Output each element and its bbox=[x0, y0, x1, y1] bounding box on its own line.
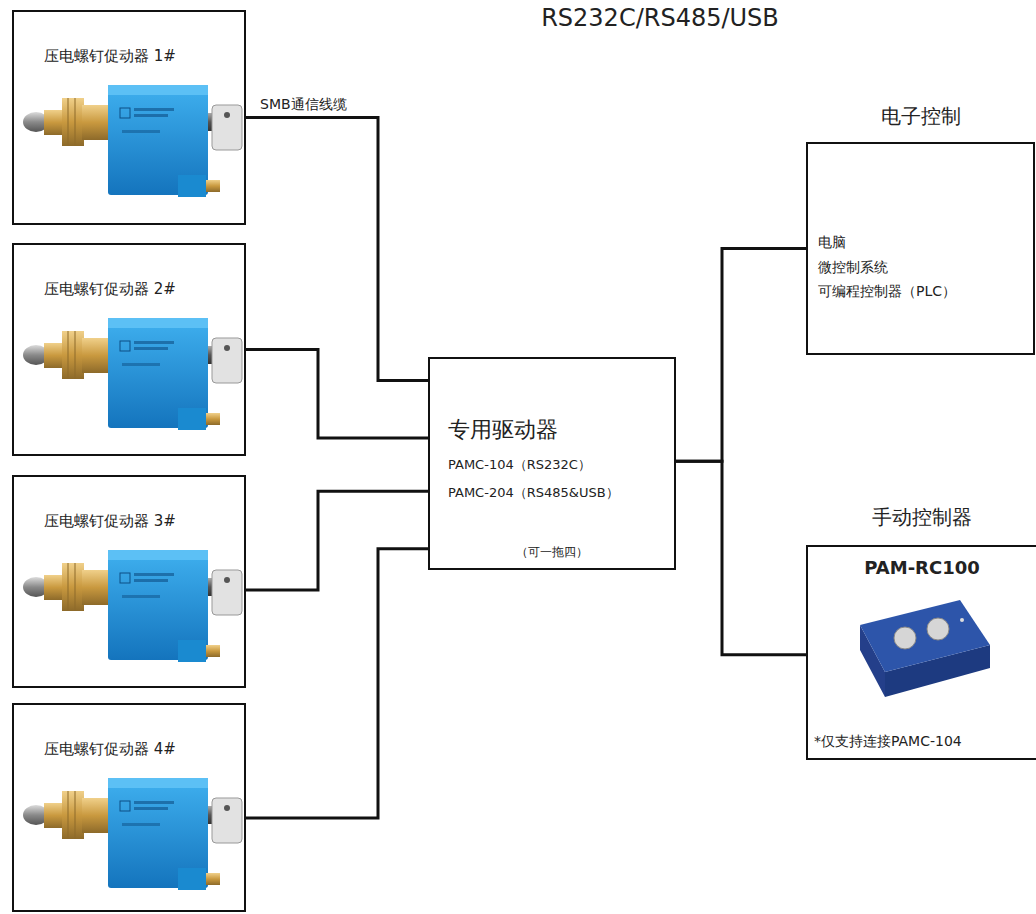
box-label: 压电螺钉促动器 1# bbox=[44, 47, 176, 65]
driver-box: 专用驱动器 PAMC-104（RS232C） PAMC-204（RS485&USB）… bbox=[428, 357, 676, 570]
actuator-box: 压电螺钉促动器 3# bbox=[12, 475, 246, 688]
box-label: 可编程控制器（PLC） bbox=[818, 283, 956, 300]
actuator-picture bbox=[23, 550, 242, 662]
connector-line bbox=[246, 549, 428, 818]
controller-picture bbox=[860, 600, 990, 697]
control-box: 手动控制器PAM-RC100*仅支持连接PAMC-104 bbox=[806, 545, 1036, 760]
actuator-picture bbox=[23, 778, 242, 890]
box-label: PAMC-104（RS232C） bbox=[448, 457, 591, 473]
box-heading: 手动控制器 bbox=[808, 505, 1036, 529]
connector-line bbox=[246, 118, 428, 381]
box-label: 电脑 bbox=[818, 234, 846, 251]
box-label: *仅支持连接PAMC-104 bbox=[814, 733, 962, 750]
cable-label: SMB通信线缆 bbox=[258, 96, 349, 114]
connector-line bbox=[676, 249, 806, 462]
actuator-picture bbox=[23, 318, 242, 430]
box-label: 专用驱动器 bbox=[448, 417, 558, 443]
box-label: 微控制系统 bbox=[818, 259, 888, 276]
actuator-box: 压电螺钉促动器 1# bbox=[12, 10, 246, 225]
diagram-title: RS232C/RS485/USB bbox=[541, 4, 779, 32]
box-label: 压电螺钉促动器 2# bbox=[44, 280, 176, 298]
actuator-box: 压电螺钉促动器 4# bbox=[12, 703, 246, 912]
connector-line bbox=[246, 491, 428, 590]
connector-line bbox=[246, 350, 428, 438]
actuator-picture bbox=[23, 85, 242, 197]
box-label: 压电螺钉促动器 3# bbox=[44, 512, 176, 530]
control-box: 电子控制电脑微控制系统可编程控制器（PLC） bbox=[806, 142, 1035, 355]
box-label: PAMC-204（RS485&USB） bbox=[448, 485, 619, 501]
connector-line bbox=[676, 461, 806, 654]
box-label: （可一拖四） bbox=[430, 545, 674, 559]
actuator-box: 压电螺钉促动器 2# bbox=[12, 243, 246, 456]
box-label: 压电螺钉促动器 4# bbox=[44, 740, 176, 758]
box-label: PAM-RC100 bbox=[808, 557, 1036, 579]
box-heading: 电子控制 bbox=[808, 104, 1033, 128]
